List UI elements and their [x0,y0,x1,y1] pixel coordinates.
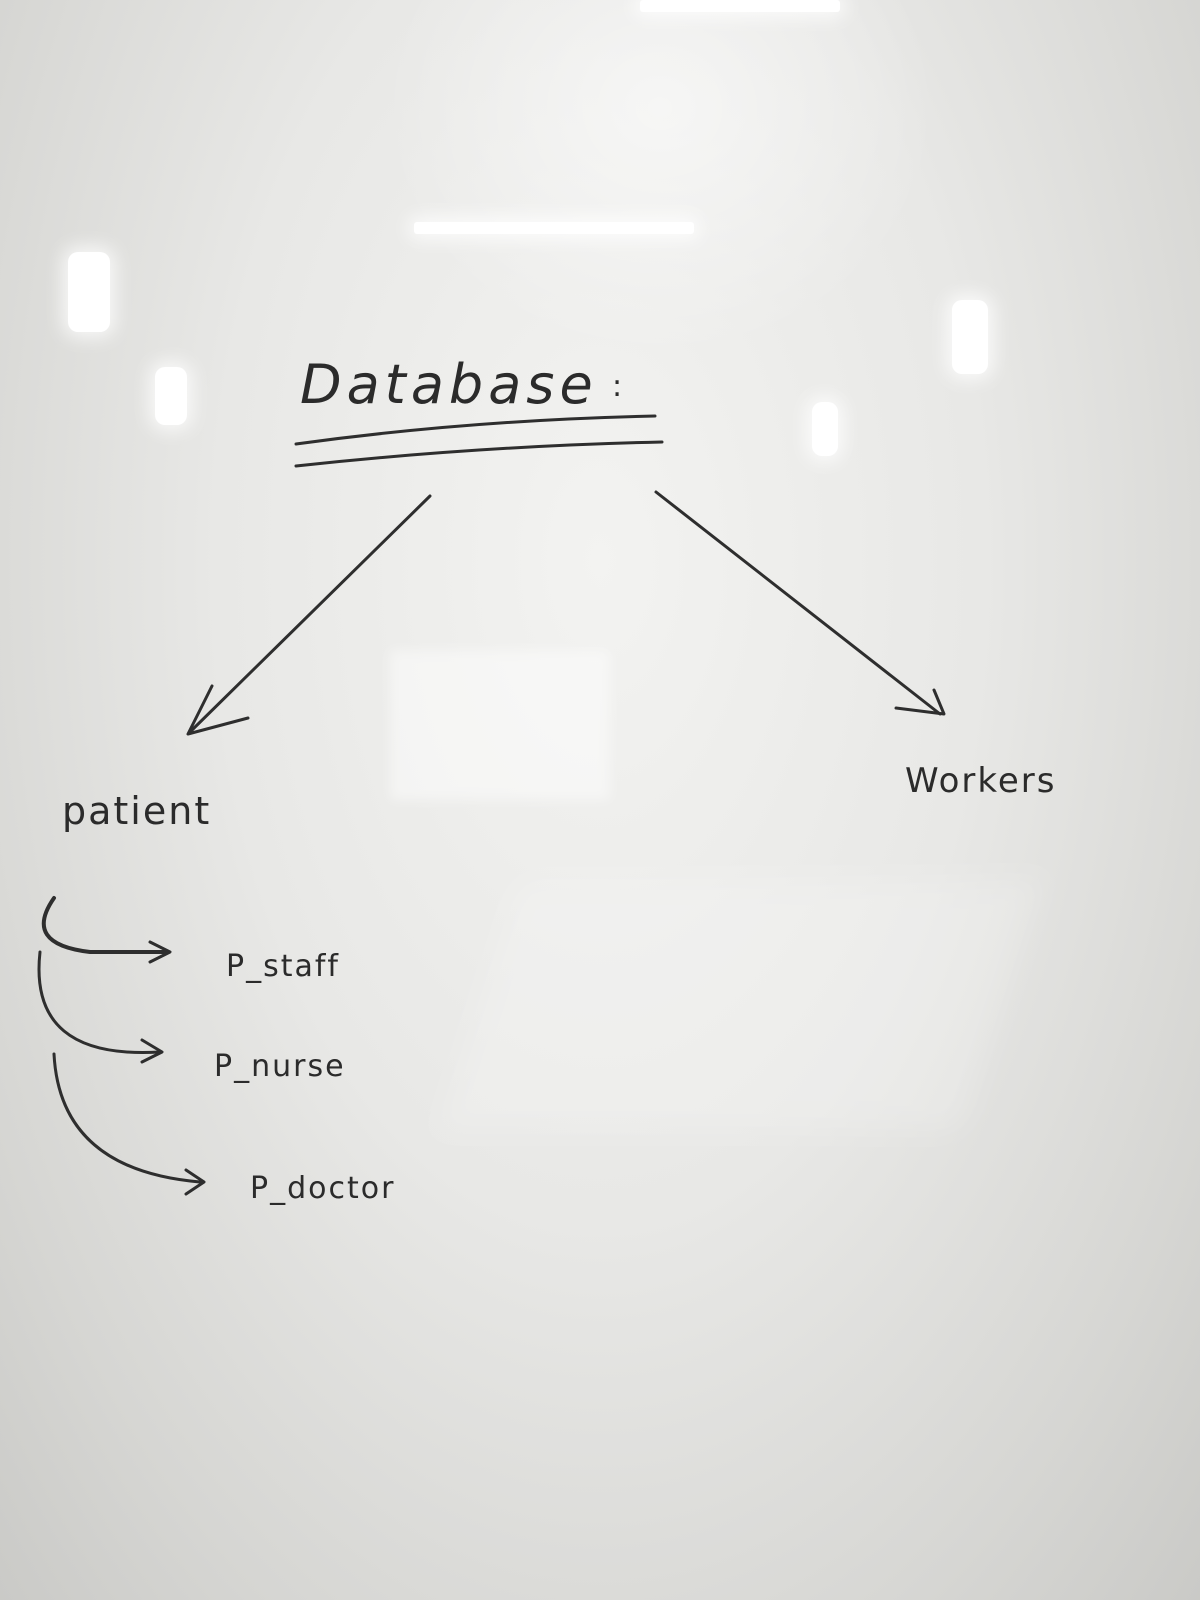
bracket-arrow-staff [41,896,170,954]
arrow-to-patient-head [186,684,250,736]
ceiling-glare [380,0,940,360]
ceiling-light-center [414,222,694,234]
node-patient: patient [62,789,212,833]
wall-light-left-lower [155,367,187,425]
node-workers: Workers [905,761,1057,801]
subnode-staff: P_staff [226,949,340,984]
arrow-to-workers-head [894,688,946,716]
bracket-arrow-nurse [37,950,162,1055]
arrow-to-workers [654,490,942,716]
bracket-arrow-staff-head [148,940,172,964]
ceiling-light-top [640,0,840,12]
bracket-arrow-doctor [52,1052,202,1184]
bracket-arrow-doctor-head [184,1168,206,1196]
window-reflection [390,650,610,800]
wall-light-right-lower [812,402,838,456]
diagram-title-colon: : [612,369,625,404]
title-underline-2 [294,440,664,468]
subnode-nurse: P_nurse [214,1049,346,1084]
arrow-to-patient [188,494,432,734]
title-underline-1 [294,414,657,446]
wall-light-left-upper [68,252,110,332]
diagram-title: Database [300,353,598,416]
wall-light-right-upper [952,300,988,374]
subnode-doctor: P_doctor [250,1171,396,1206]
bracket-arrow-nurse-head [140,1038,164,1064]
